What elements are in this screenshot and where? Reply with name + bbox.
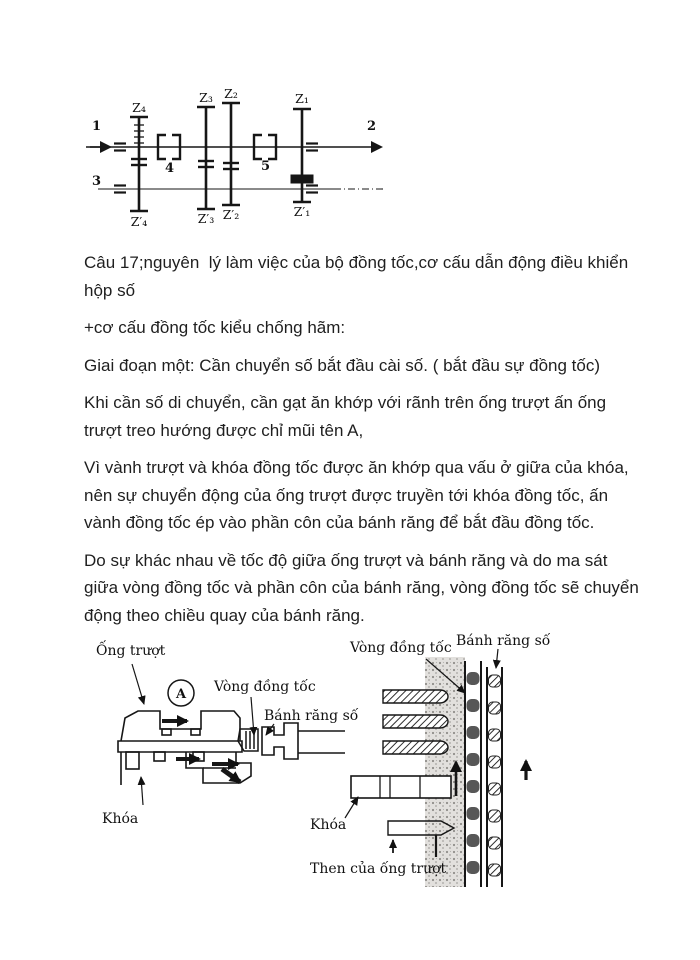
gear-z4-label: Z₄ bbox=[132, 100, 146, 115]
sleeve-cross-section bbox=[117, 710, 252, 785]
sleeve-spline-label: Then của ống trượt bbox=[310, 860, 447, 877]
gear-left-label: Bánh răng số bbox=[264, 707, 359, 724]
gear-z2p-label: Z′₂ bbox=[223, 207, 240, 222]
synchro-coupling-5 bbox=[252, 133, 278, 161]
shaft-1-label: 1 bbox=[92, 119, 101, 134]
leader-lines bbox=[131, 648, 501, 819]
gear-z1-label: Z₁ bbox=[295, 91, 309, 106]
gearbox-schematic: 1 2 3 4 5 Z₄ Z₃ Z₂ Z₁ Z′₄ Z′₃ Z′₂ Z′₁ bbox=[86, 86, 384, 229]
body-text: Câu 17;nguyên lý làm việc của bộ đồng tố… bbox=[84, 249, 646, 639]
paragraph-stage-one: Giai đoạn một: Cần chuyển số bắt đầu cài… bbox=[84, 355, 601, 375]
gear-z2-label: Z₂ bbox=[224, 87, 238, 101]
gear-z3-label: Z₃ bbox=[199, 90, 213, 105]
paragraph-lever-motion: Khi cần số di chuyển, cần gạt ăn khớp vớ… bbox=[84, 393, 611, 440]
synchro-4-label: 4 bbox=[165, 161, 174, 176]
detail-a-label: A bbox=[175, 687, 187, 702]
synchronizer-diagram: A Ống trượt Vòng đồng tốc Bánh răng số K… bbox=[96, 632, 551, 887]
gear-pair-2 bbox=[222, 101, 240, 207]
motion-arrows bbox=[162, 715, 242, 785]
ring-teeth-column bbox=[464, 661, 482, 887]
synchro-ring-right-label: Vòng đồng tốc bbox=[349, 639, 452, 656]
key-left-label: Khóa bbox=[102, 811, 138, 827]
gearbox-schematic-figure: 1 2 3 4 5 Z₄ Z₃ Z₂ Z₁ Z′₄ Z′₃ Z′₂ Z′₁ bbox=[84, 86, 396, 233]
key-right-label: Khóa bbox=[310, 817, 346, 833]
gear-pair-3 bbox=[197, 105, 215, 211]
gear-section bbox=[261, 722, 345, 760]
gear-teeth-column bbox=[486, 667, 503, 887]
synchro-ring-left-label: Vòng đồng tốc bbox=[213, 678, 316, 695]
paragraph-mechanism-type: +cơ cấu đồng tốc kiểu chống hãm: bbox=[84, 318, 346, 337]
bearing-marks bbox=[114, 142, 318, 194]
detail-a-circle bbox=[167, 679, 195, 707]
gear-z1p-label: Z′₁ bbox=[294, 204, 311, 219]
paragraph-question-title: Câu 17;nguyên lý làm việc của bộ đồng tố… bbox=[84, 253, 633, 300]
synchronizer-figure: A Ống trượt Vòng đồng tốc Bánh răng số K… bbox=[88, 632, 551, 889]
sleeve-spline-bars bbox=[382, 689, 449, 755]
sleeve-label: Ống trượt bbox=[96, 639, 166, 659]
synchro-5-label: 5 bbox=[261, 159, 270, 174]
sleeve-key-bar bbox=[387, 820, 456, 836]
gear-pair-4 bbox=[130, 115, 148, 213]
shaft-2-label: 2 bbox=[367, 119, 376, 134]
synchro-coupling-4 bbox=[156, 133, 182, 161]
paragraph-key-engagement: Vì vành trượt và khóa đồng tốc được ăn k… bbox=[84, 458, 634, 532]
synchro-ring-section bbox=[237, 728, 259, 752]
gear-pair-1 bbox=[290, 107, 314, 204]
gear-z3p-label: Z′₃ bbox=[198, 211, 215, 226]
gear-right-label: Bánh răng số bbox=[456, 633, 550, 649]
paragraph-speed-difference: Do sự khác nhau về tốc độ giữa ống trượt… bbox=[84, 550, 644, 625]
gear-z4p-label: Z′₄ bbox=[131, 214, 148, 229]
key-bar bbox=[350, 775, 452, 799]
shaft-3-label: 3 bbox=[92, 174, 101, 189]
